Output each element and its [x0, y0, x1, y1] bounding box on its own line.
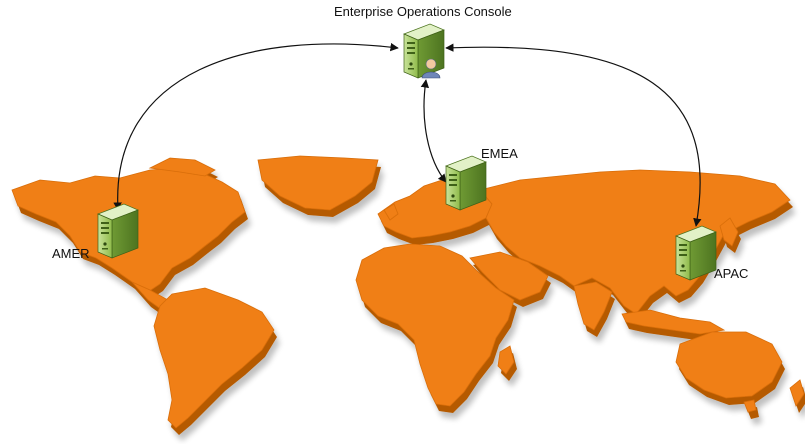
connector-lines: [113, 42, 702, 227]
continent-australia: [675, 331, 783, 399]
region-label-emea: EMEA: [481, 146, 518, 161]
continent-greenland: [257, 155, 379, 211]
console-label: Enterprise Operations Console: [334, 4, 512, 19]
region-label-amer: AMER: [52, 246, 90, 261]
world-map: [11, 155, 805, 435]
apac-server-icon: [675, 225, 717, 281]
connector-console-emea: [420, 79, 447, 183]
continent-tasmania: [743, 399, 757, 413]
continent-middle-east: [469, 251, 549, 301]
continent-south-america: [153, 287, 275, 429]
connector-console-amer: [113, 42, 399, 211]
continent-africa: [355, 243, 515, 407]
continent-madagascar: [497, 345, 515, 375]
amer-server-icon: [97, 203, 139, 259]
emea-server-icon: [445, 155, 487, 211]
connector-console-apac: [445, 43, 702, 227]
console-server-icon: [403, 23, 445, 79]
continent-japan: [719, 217, 739, 247]
region-label-apac: APAC: [714, 266, 749, 281]
continent-india: [573, 281, 613, 331]
user-icon: [421, 58, 441, 79]
continent-new-zealand: [789, 379, 805, 407]
